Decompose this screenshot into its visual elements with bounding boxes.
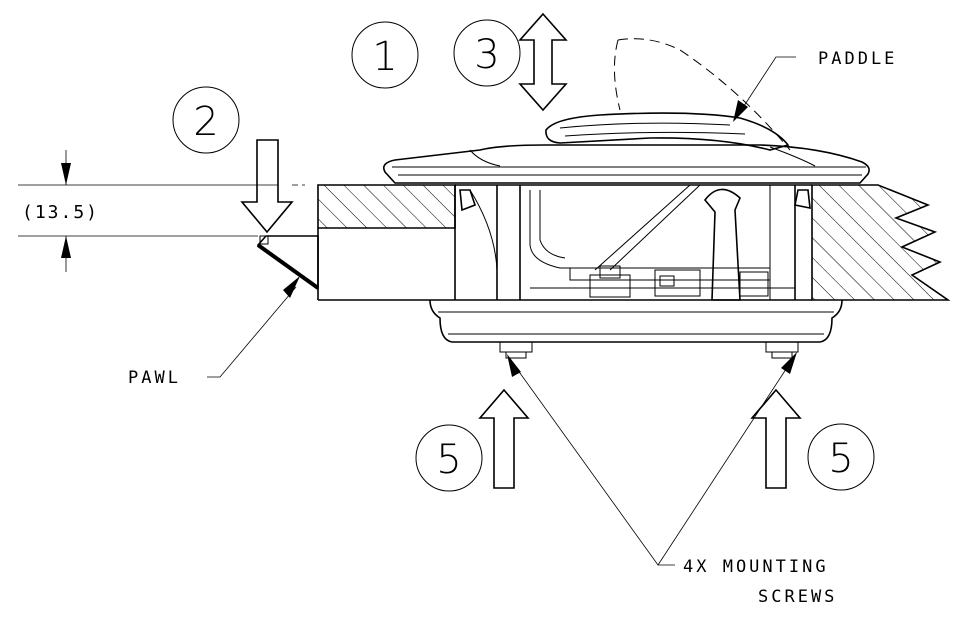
callout-5-left: 5 [415, 424, 483, 492]
callout-5-right-number: 5 [828, 436, 853, 482]
pawl-leader [207, 276, 300, 378]
callout-1: 1 [351, 21, 419, 89]
screws-leader [507, 352, 797, 566]
dimension-13-5: (13.5) [18, 150, 305, 272]
paddle-label: PADDLE [818, 49, 897, 69]
screw-left [499, 341, 533, 359]
pawl-label: PAWL [128, 368, 181, 388]
callout-5-left-number: 5 [436, 437, 461, 483]
screw-right [765, 341, 799, 359]
screws-label-line1: 4X MOUNTING [683, 557, 829, 577]
panel-right-section [811, 184, 951, 301]
up-arrow-right-icon [750, 388, 802, 489]
bezel [382, 144, 870, 184]
callout-5-right: 5 [807, 423, 875, 491]
mounting-panel [317, 184, 951, 301]
panel-left-section [317, 184, 456, 229]
callout-1-number: 1 [372, 34, 397, 80]
back-housing [429, 299, 843, 359]
pawl [256, 235, 320, 290]
dimension-value: (13.5) [22, 202, 99, 223]
paddle-leader [733, 56, 796, 122]
down-arrow-icon [240, 139, 294, 234]
double-arrow-icon [518, 12, 568, 112]
callout-3: 3 [453, 19, 521, 87]
paddle [545, 38, 791, 151]
callout-2: 2 [172, 86, 240, 154]
callout-2-number: 2 [193, 99, 218, 145]
screws-label-line2: SCREWS [758, 587, 837, 607]
callout-3-number: 3 [474, 32, 499, 78]
device-body [454, 184, 811, 301]
up-arrow-left-icon [478, 388, 530, 489]
